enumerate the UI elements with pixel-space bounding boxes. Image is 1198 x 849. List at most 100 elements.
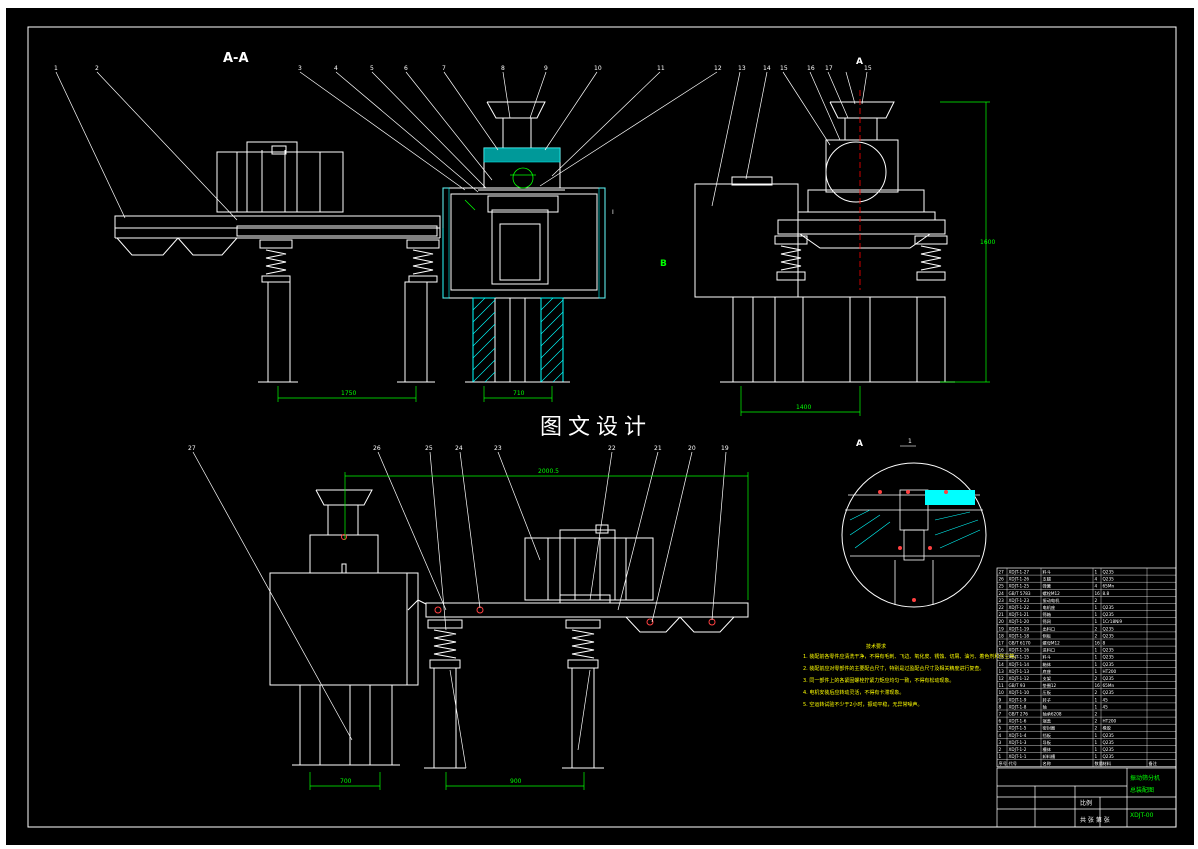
callout-6: 6 xyxy=(404,65,408,72)
parts-table-cell: 3 xyxy=(999,740,1002,745)
parts-table-cell: 13 xyxy=(999,669,1005,674)
parts-table-cell: 底座 xyxy=(1043,668,1051,675)
dim-bottom-span: 2000.5 xyxy=(538,468,559,475)
parts-table-cell: 2 xyxy=(1095,676,1098,681)
top-left-callouts: 1 2 3 4 5 6 7 8 9 10 11 12 xyxy=(54,65,722,72)
parts-table-cell: 25 xyxy=(999,584,1005,589)
parts-table-cell: 16 xyxy=(1095,591,1101,596)
dim-top-left: 1750 xyxy=(341,390,356,397)
parts-table-cell: 卸料槽 xyxy=(1043,753,1056,760)
callout-22: 22 xyxy=(608,445,616,452)
parts-table-cell: 45 xyxy=(1103,704,1109,709)
parts-table-cell: XDJT-1-25 xyxy=(1009,584,1030,589)
parts-table-cell: Q235 xyxy=(1103,676,1115,681)
note-line-4: 4. 电机安装后应转动灵活，不得有卡滞现象。 xyxy=(803,689,904,696)
parts-table-cell: 16 xyxy=(1095,641,1101,646)
parts-table-cell: XDJT-1-26 xyxy=(1009,577,1030,582)
callout-5: 5 xyxy=(370,65,374,72)
parts-table-cell: 18 xyxy=(999,633,1005,638)
parts-table-header-cell: 备注 xyxy=(1149,760,1158,767)
parts-table-header-cell: 材料 xyxy=(1103,760,1112,767)
bottom-dimensions xyxy=(309,472,749,790)
parts-table-cell: Q235 xyxy=(1103,570,1115,575)
top-left-leaders xyxy=(55,71,718,221)
parts-table-cell: 2 xyxy=(1095,726,1098,731)
parts-table-cell: 挡板 xyxy=(1043,732,1052,739)
parts-table-cell: 7 xyxy=(999,712,1002,717)
callout-15b: 15 xyxy=(864,65,872,72)
dim-top-mid: 710 xyxy=(513,390,525,397)
parts-table-cell: 弹簧 xyxy=(1043,583,1051,590)
parts-table-cell: Q235 xyxy=(1103,605,1115,610)
parts-table-cell: XDJT-1-3 xyxy=(1009,740,1027,745)
parts-table-cell: 26 xyxy=(999,577,1005,582)
parts-table-cell: 19 xyxy=(999,626,1005,631)
parts-table-cell: 料斗 xyxy=(1043,654,1051,661)
callout-4: 4 xyxy=(334,65,338,72)
parts-table-cell: 2 xyxy=(1095,719,1098,724)
technical-notes: 技术要求 1. 装配前各零件应清洗干净，不得有毛刺、飞边、氧化皮、锈蚀、切屑、油… xyxy=(803,643,1019,708)
callout-13: 13 xyxy=(738,65,746,72)
dim-bottom-right: 900 xyxy=(510,778,522,785)
callout-24: 24 xyxy=(455,445,463,452)
parts-table-cell: 65Mn xyxy=(1103,584,1115,589)
parts-table-cell: XDJT-1-15 xyxy=(1009,655,1030,660)
parts-table-cell: HT200 xyxy=(1103,719,1117,724)
callout-7: 7 xyxy=(442,65,446,72)
callout-23: 23 xyxy=(494,445,502,452)
detail-scale: 1 xyxy=(908,438,912,445)
note-line-3: 3. 同一部件上的各紧固螺栓拧紧力矩应均匀一致，不得有松动现象。 xyxy=(803,677,954,684)
parts-table-cell: 22 xyxy=(999,605,1005,610)
callout-12: 12 xyxy=(714,65,722,72)
parts-table-cell: XDJT-1-22 xyxy=(1009,605,1030,610)
detail-label: A xyxy=(856,439,863,449)
parts-table-cell: 1 xyxy=(1095,605,1098,610)
title-subtitle: 总装配图 xyxy=(1130,786,1154,794)
parts-table-cell: 1 xyxy=(1095,570,1098,575)
parts-table-cell: XDJT-1-5 xyxy=(1009,726,1027,731)
parts-table-cell: 侧板 xyxy=(1043,632,1052,639)
top-right-dimensions xyxy=(740,101,990,416)
parts-table-cell: XDJT-1-8 xyxy=(1009,704,1027,709)
bottom-bolts xyxy=(341,534,716,626)
parts-table-cell: Q235 xyxy=(1103,577,1115,582)
parts-table-cell: 1 xyxy=(1095,754,1098,759)
drawing-frame xyxy=(27,26,1177,828)
parts-table-cell: 出料口 xyxy=(1043,625,1056,632)
parts-table-cell: 2 xyxy=(1095,712,1098,717)
parts-table-cell: 14 xyxy=(999,662,1005,667)
title-block xyxy=(996,767,1177,828)
callout-21: 21 xyxy=(654,445,662,452)
parts-table-cell: Q235 xyxy=(1103,662,1115,667)
top-right-callouts: 13 14 15 16 17 15 xyxy=(738,65,872,72)
callout-3: 3 xyxy=(298,65,302,72)
parts-table-cell: Q235 xyxy=(1103,648,1115,653)
callout-27: 27 xyxy=(188,445,196,452)
detail-view: A 1 xyxy=(841,438,987,608)
top-right-view xyxy=(694,101,955,383)
parts-table-cell: Q235 xyxy=(1103,733,1115,738)
parts-table-cell: 12 xyxy=(999,676,1005,681)
parts-table-cell: 电机座 xyxy=(1043,604,1056,611)
parts-table-cell: 2 xyxy=(1095,626,1098,631)
dim-top-right: 1400 xyxy=(796,404,811,411)
parts-table-cell: 筛箱 xyxy=(1043,611,1051,618)
parts-table-cell: 2 xyxy=(999,747,1002,752)
dim-height-right: 1600 xyxy=(980,239,995,246)
parts-table-cell: 8 xyxy=(999,704,1002,709)
parts-table-cell: Q235 xyxy=(1103,633,1115,638)
parts-table-cell: 轴承6208 xyxy=(1043,711,1062,718)
top-left-view xyxy=(114,101,606,383)
callout-15: 15 xyxy=(780,65,788,72)
parts-table-cell: 槽体 xyxy=(1043,746,1052,753)
parts-table-cell: Q235 xyxy=(1103,655,1115,660)
parts-table-cell: XDJT-1-2 xyxy=(1009,747,1027,752)
parts-table-cell: GB/T 276 xyxy=(1009,712,1029,717)
parts-table-cell: 1 xyxy=(999,754,1002,759)
parts-table-cell: XDJT-1-12 xyxy=(1009,676,1030,681)
note-line-2: 2. 装配前应对零部件的主要配合尺寸，特别是过盈配合尺寸及相关精度进行复查。 xyxy=(803,665,984,672)
parts-table-cell: 端盖 xyxy=(1043,718,1051,725)
parts-table-cell: XDJT-1-21 xyxy=(1009,612,1030,617)
parts-table-cell: 螺母M12 xyxy=(1043,640,1061,647)
